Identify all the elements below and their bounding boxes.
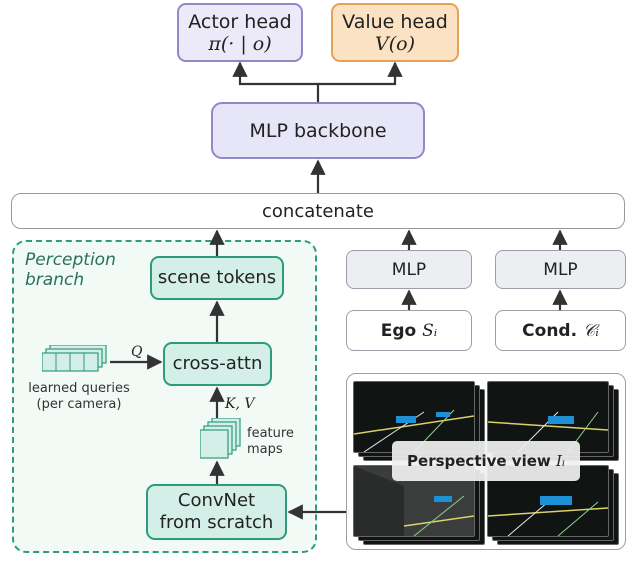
actor-head-formula: π(· | o) — [208, 32, 272, 55]
concatenate-box: concatenate — [11, 193, 625, 229]
cond-mlp-box: MLP — [495, 250, 626, 289]
value-head-title: Value head — [342, 10, 448, 33]
query-symbol: Q — [131, 344, 143, 360]
ego-input-label: Ego — [380, 320, 417, 341]
perception-title-line1: Perception — [25, 250, 116, 270]
cross-attn-box: cross-attn — [163, 342, 272, 386]
value-head-formula: V(o) — [375, 32, 415, 55]
cond-input-box: Cond. 𝒞ᵢ — [495, 310, 626, 351]
perspective-view-text: Perspective view — [407, 452, 551, 470]
learned-queries-caption: learned queries (per camera) — [24, 381, 134, 413]
cond-mlp-label: MLP — [543, 259, 578, 280]
mlp-backbone-label: MLP backbone — [249, 119, 387, 142]
camera-stack-rear-left — [353, 465, 485, 545]
learned-queries-line1: learned queries — [28, 381, 130, 396]
query-grid-graphic — [41, 344, 107, 372]
feature-maps-line2: maps — [247, 442, 283, 457]
perspective-view-label: Perspective view Iᵢ — [392, 441, 580, 481]
camera-stack-rear-right — [487, 465, 619, 545]
learned-queries-line2: (per camera) — [36, 397, 122, 412]
cross-attn-label: cross-attn — [172, 353, 263, 374]
arrow-backbone-to-actor — [232, 61, 320, 102]
ego-input-symbol: Sᵢ — [422, 320, 438, 341]
ego-mlp-label: MLP — [391, 259, 427, 280]
scene-tokens-label: scene tokens — [157, 267, 277, 288]
convnet-label-line1: ConvNet — [177, 490, 256, 511]
feature-map-stack-graphic — [199, 417, 241, 459]
value-head-box: Value head V(o) — [331, 3, 459, 62]
concatenate-label: concatenate — [262, 200, 374, 222]
feature-maps-line1: feature — [247, 426, 294, 441]
perception-title-line2: branch — [25, 270, 85, 290]
scene-tokens-box: scene tokens — [150, 256, 284, 300]
ego-mlp-box: MLP — [346, 250, 472, 289]
perspective-view-symbol: Iᵢ — [556, 452, 565, 470]
feature-maps-caption: feature maps — [247, 426, 294, 458]
actor-head-title: Actor head — [188, 10, 292, 33]
cond-input-label: Cond. — [522, 320, 578, 341]
cond-input-symbol: 𝒞ᵢ — [582, 320, 599, 341]
camera-image-rear-left — [353, 465, 475, 537]
feature-maps-icon — [199, 417, 244, 462]
road-scene-graphic — [488, 496, 608, 536]
actor-head-box: Actor head π(· | o) — [177, 3, 303, 62]
ego-input-box: Ego Sᵢ — [346, 310, 472, 351]
learned-queries-icon — [41, 344, 108, 373]
perception-branch-title: Perception branch — [25, 250, 116, 290]
kv-symbol: K, V — [225, 396, 255, 412]
road-scene-graphic — [354, 466, 474, 536]
arrow-backbone-to-value — [318, 61, 403, 86]
convnet-box: ConvNet from scratch — [146, 484, 287, 540]
mlp-backbone-box: MLP backbone — [211, 102, 425, 159]
convnet-label-line2: from scratch — [159, 512, 274, 533]
